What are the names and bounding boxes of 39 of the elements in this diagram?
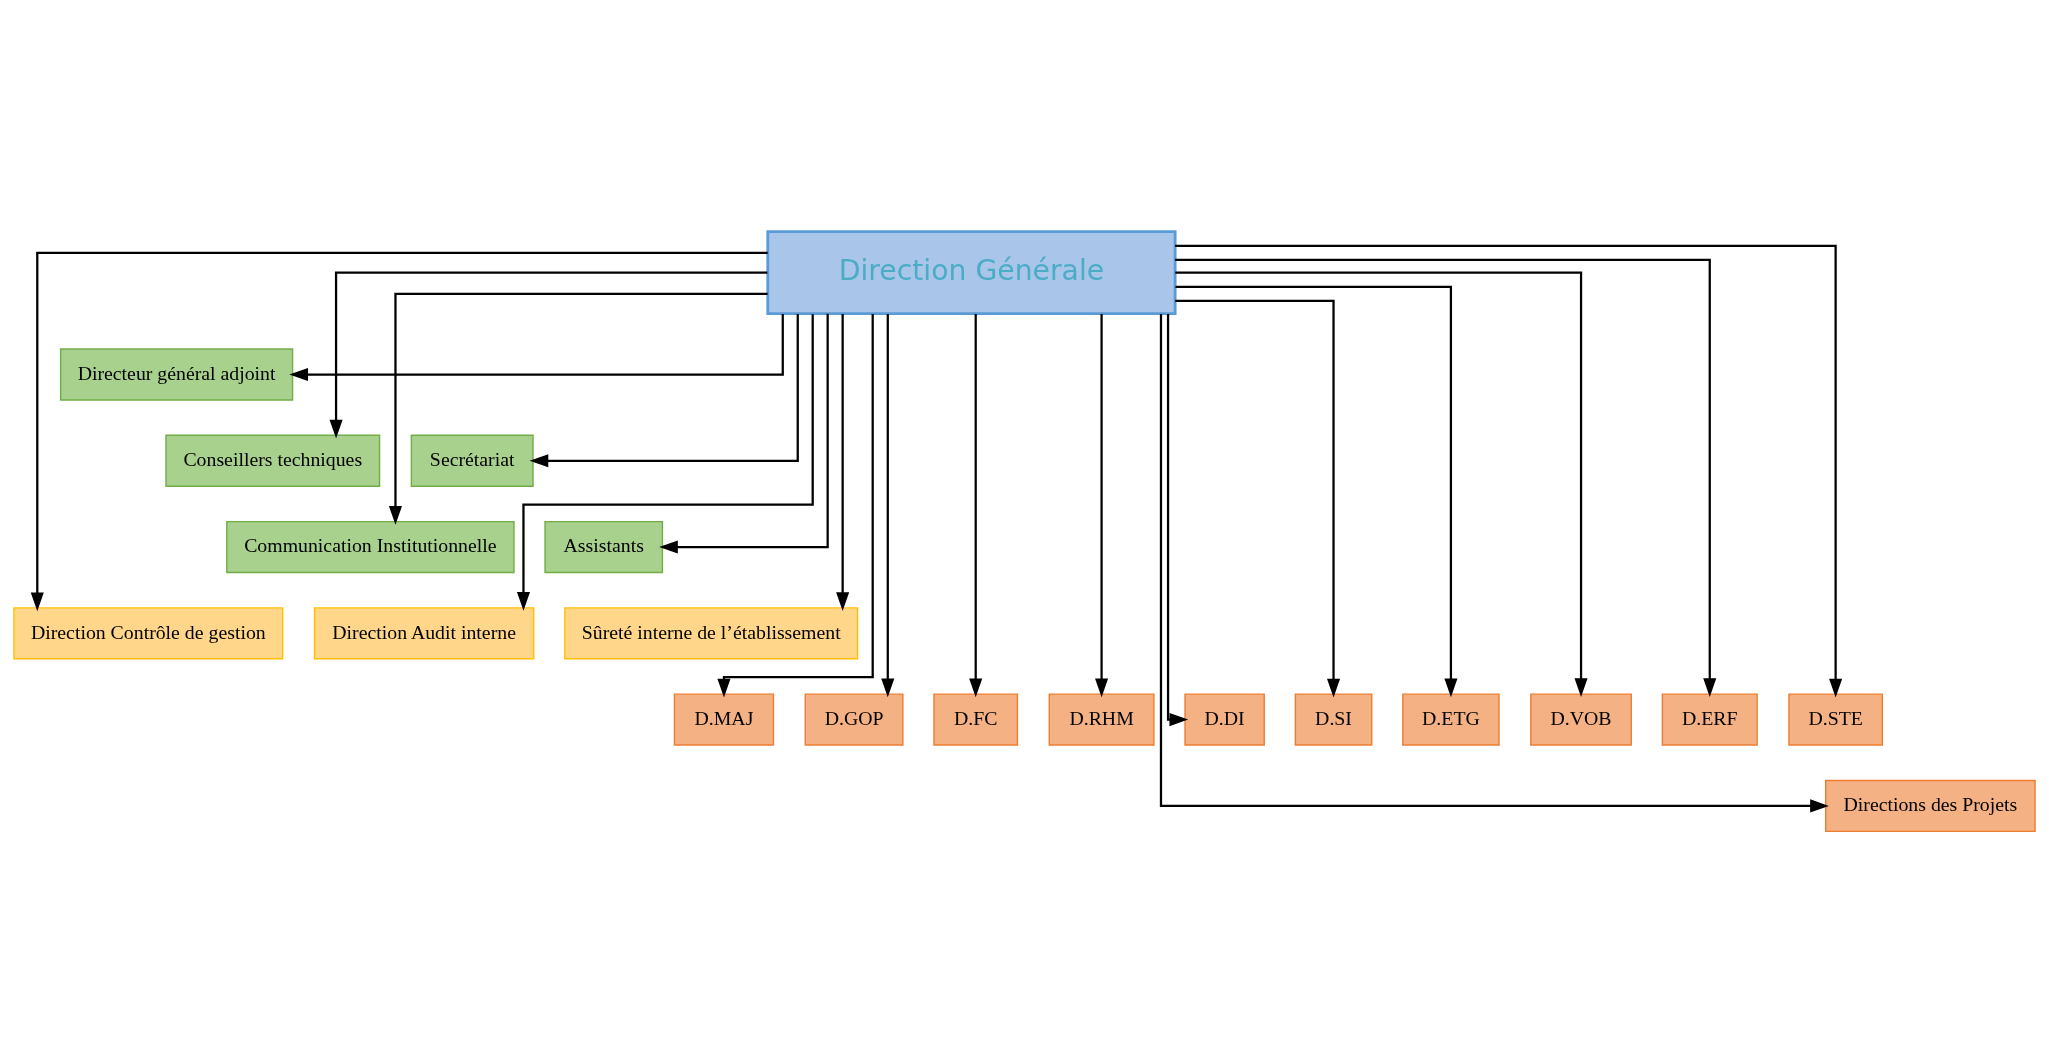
arrow	[329, 271, 768, 438]
node-box: D.MAJ	[673, 692, 775, 746]
arrow	[1175, 285, 1458, 697]
node-box: Assistants	[544, 520, 664, 573]
node-box: Direction Contrôle de gestion	[13, 606, 284, 659]
arrow	[1175, 244, 1843, 698]
arrow	[1175, 299, 1341, 697]
node-box: D.VOB	[1530, 692, 1632, 746]
arrow	[836, 313, 850, 611]
node-box: Communication Institutionnelle	[226, 520, 515, 573]
node-box: D.ERF	[1661, 692, 1758, 746]
node-box: D.GOP	[804, 692, 904, 746]
node-box: D.SI	[1294, 692, 1373, 746]
arrow	[717, 313, 874, 697]
node-box: D.STE	[1788, 692, 1883, 746]
node-box: Direction Audit interne	[313, 606, 535, 659]
arrow	[388, 292, 768, 525]
arrow	[1175, 258, 1717, 697]
arrow	[659, 313, 829, 554]
arrow	[516, 313, 814, 611]
arrow	[529, 313, 799, 467]
arrow	[969, 313, 983, 697]
node-box: D.ETG	[1402, 692, 1500, 746]
node-box: D.FC	[933, 692, 1019, 746]
arrow	[30, 251, 768, 611]
arrow	[881, 313, 895, 697]
arrow	[1175, 271, 1588, 697]
node-box: Directeur général adjoint	[59, 347, 294, 401]
node-box: Directions des Projets	[1825, 779, 2036, 832]
node-box: Sûreté interne de l’établissement	[564, 606, 859, 659]
node-box: Secrétariat	[410, 434, 534, 487]
arrow	[1166, 313, 1189, 726]
node-box: Conseillers techniques	[165, 434, 381, 487]
arrow	[1095, 313, 1109, 697]
node-box: D.RHM	[1048, 692, 1155, 746]
arrow	[289, 313, 784, 381]
arrow	[1159, 313, 1829, 812]
node-box: D.DI	[1184, 692, 1265, 746]
node-box: Direction Générale	[766, 229, 1177, 315]
